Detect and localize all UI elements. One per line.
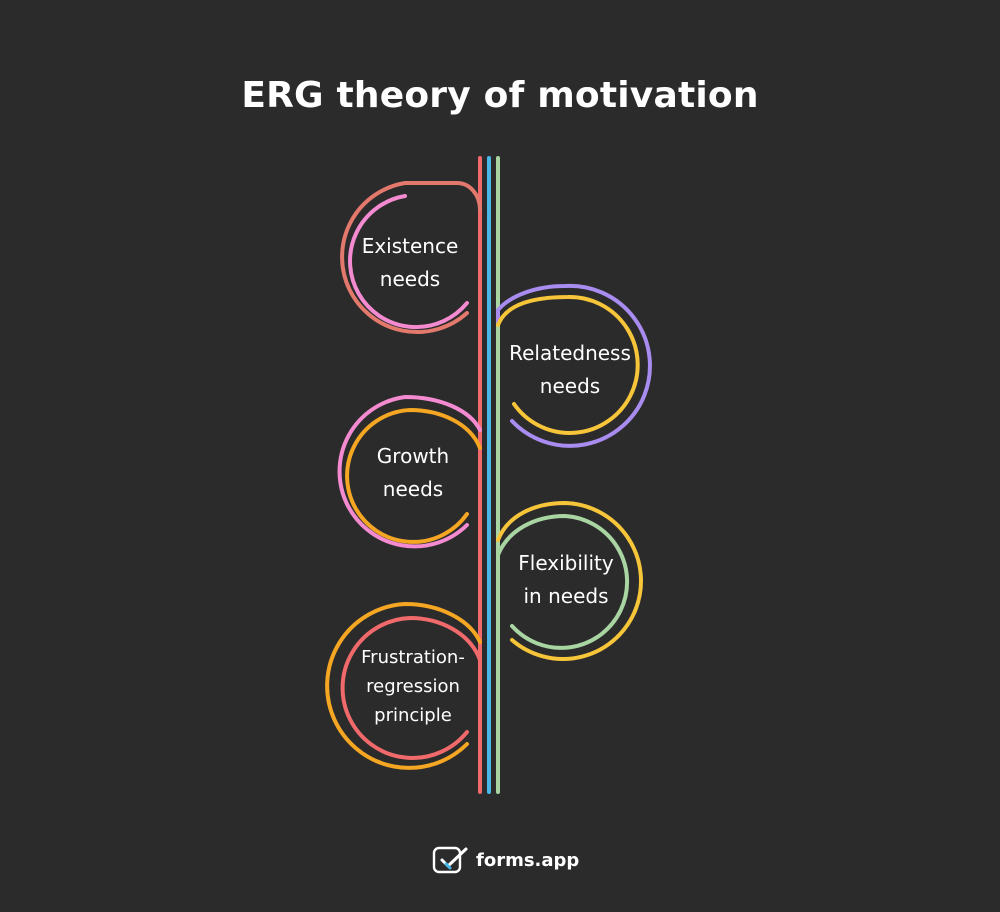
node-relatedness-ring (496, 283, 652, 448)
node-growth-ring (337, 394, 482, 549)
diagram-title: ERG theory of motivation (241, 75, 759, 116)
node-label-existence: Existence needs (361, 234, 459, 291)
node-label-growth: Growth needs (376, 444, 450, 501)
brand-name: forms.app (476, 849, 580, 871)
node-label-frustration: Frustration- regression principle (361, 647, 465, 726)
forms-app-logo-icon (432, 846, 468, 874)
node-frustration-ring (325, 601, 482, 770)
node-flexibility-ring (496, 500, 643, 661)
node-existence-ring (340, 181, 482, 334)
node-label-relatedness: Relatedness needs (509, 341, 631, 398)
brand-footer: forms.app (432, 843, 579, 877)
node-label-flexibility: Flexibility in needs (518, 551, 614, 608)
